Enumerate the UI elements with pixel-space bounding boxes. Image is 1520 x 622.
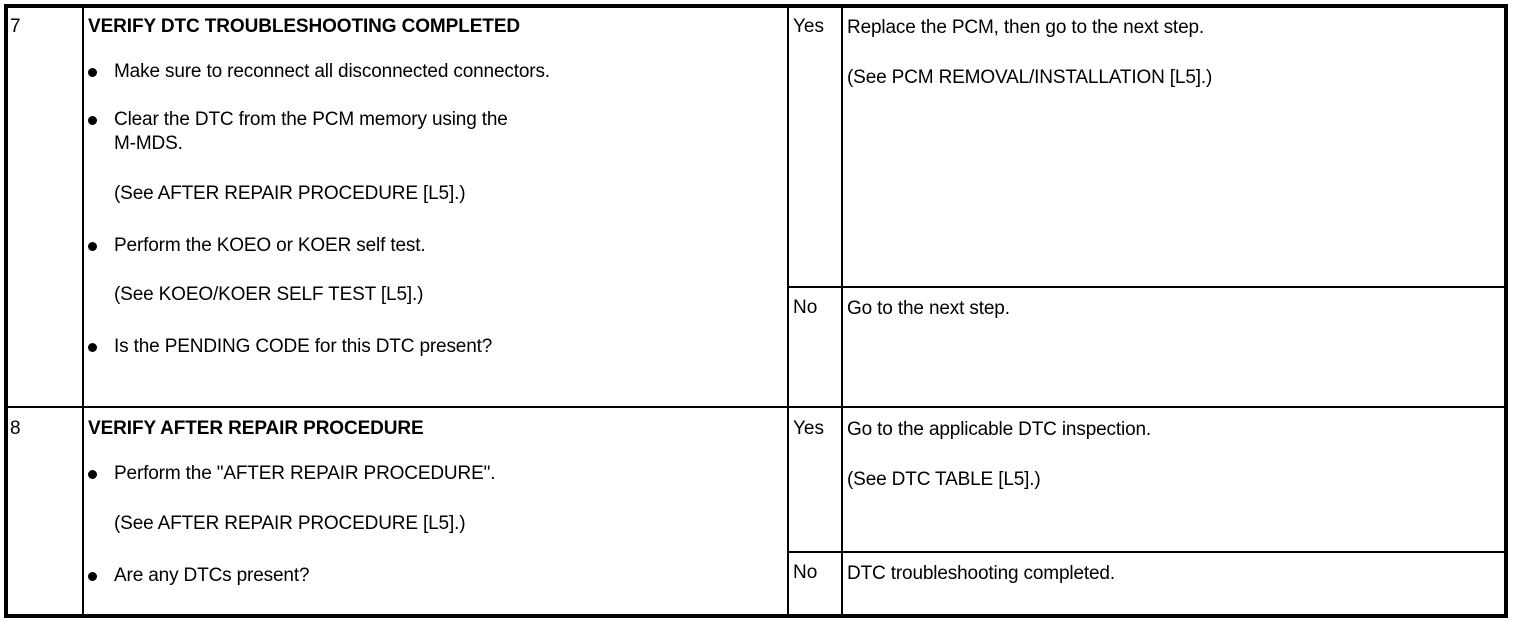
step-title-8: VERIFY AFTER REPAIR PROCEDURE — [88, 418, 424, 439]
step-number-cell-8: 8 — [10, 418, 21, 439]
action-line: Go to the next step. — [847, 298, 1010, 319]
step-number-cell-7: 7 — [10, 16, 21, 37]
action-cell-8-no: DTC troubleshooting completed. — [847, 562, 1497, 612]
result-label-cell-8-yes: Yes — [793, 418, 824, 439]
step-body-7: Make sure to reconnect all disconnected … — [88, 60, 780, 359]
table-outer-border — [4, 4, 1508, 618]
reference-note: (See KOEO/KOER SELF TEST [L5].) — [114, 284, 424, 305]
action-cell-7-yes: Replace the PCM, then go to the next ste… — [847, 16, 1497, 278]
reference-note: (See AFTER REPAIR PROCEDURE [L5].) — [114, 183, 466, 204]
list-item: Make sure to reconnect all disconnected … — [88, 60, 780, 84]
list-item: Perform the "AFTER REPAIR PROCEDURE". — [88, 462, 780, 486]
bullet-icon — [88, 242, 97, 251]
step-title-7: VERIFY DTC TROUBLESHOOTING COMPLETED — [88, 16, 521, 37]
list-item-label: Make sure to reconnect all disconnected … — [114, 61, 550, 82]
action-cell-7-no: Go to the next step. — [847, 297, 1497, 397]
result-label-cell-8-no: No — [793, 562, 818, 583]
row-divider-step7-step8 — [6, 406, 1506, 408]
row-divider-step7-yes-no — [787, 286, 1506, 288]
bullet-icon — [88, 343, 97, 352]
bullet-icon — [88, 470, 97, 479]
action-line: DTC troubleshooting completed. — [847, 563, 1115, 584]
action-cell-8-yes: Go to the applicable DTC inspection. (Se… — [847, 418, 1497, 544]
result-label-cell-7-no: No — [793, 297, 818, 318]
column-divider-description-result — [787, 6, 789, 616]
step-description-cell-8: VERIFY AFTER REPAIR PROCEDURE Perform th… — [88, 418, 780, 612]
list-item-label: Perform the "AFTER REPAIR PROCEDURE". — [114, 463, 496, 484]
bullet-icon — [88, 572, 97, 581]
list-item-continuation: M-MDS. — [114, 133, 183, 154]
step-body-8: Perform the "AFTER REPAIR PROCEDURE". (S… — [88, 462, 780, 588]
bullet-icon — [88, 116, 97, 125]
column-divider-result-action — [841, 6, 843, 616]
list-item: Are any DTCs present? — [88, 564, 780, 588]
list-item-label: Clear the DTC from the PCM memory using … — [114, 109, 508, 130]
bullet-icon — [88, 68, 97, 77]
list-item: Perform the KOEO or KOER self test. — [88, 234, 780, 258]
list-item-label: Is the PENDING CODE for this DTC present… — [114, 336, 493, 357]
row-divider-step8-yes-no — [787, 551, 1506, 553]
column-divider-step-description — [82, 6, 84, 616]
list-item: Is the PENDING CODE for this DTC present… — [88, 335, 780, 359]
list-item-label: Are any DTCs present? — [114, 565, 310, 586]
step-description-cell-7: VERIFY DTC TROUBLESHOOTING COMPLETED Mak… — [88, 16, 780, 400]
list-item: Clear the DTC from the PCM memory using … — [88, 108, 780, 132]
action-line: Replace the PCM, then go to the next ste… — [847, 17, 1205, 38]
action-reference-note: (See DTC TABLE [L5].) — [847, 469, 1041, 490]
action-line: Go to the applicable DTC inspection. — [847, 419, 1152, 440]
reference-note: (See AFTER REPAIR PROCEDURE [L5].) — [114, 513, 466, 534]
list-item-label: Perform the KOEO or KOER self test. — [114, 235, 426, 256]
result-label-cell-7-yes: Yes — [793, 16, 824, 37]
action-reference-note: (See PCM REMOVAL/INSTALLATION [L5].) — [847, 67, 1213, 88]
